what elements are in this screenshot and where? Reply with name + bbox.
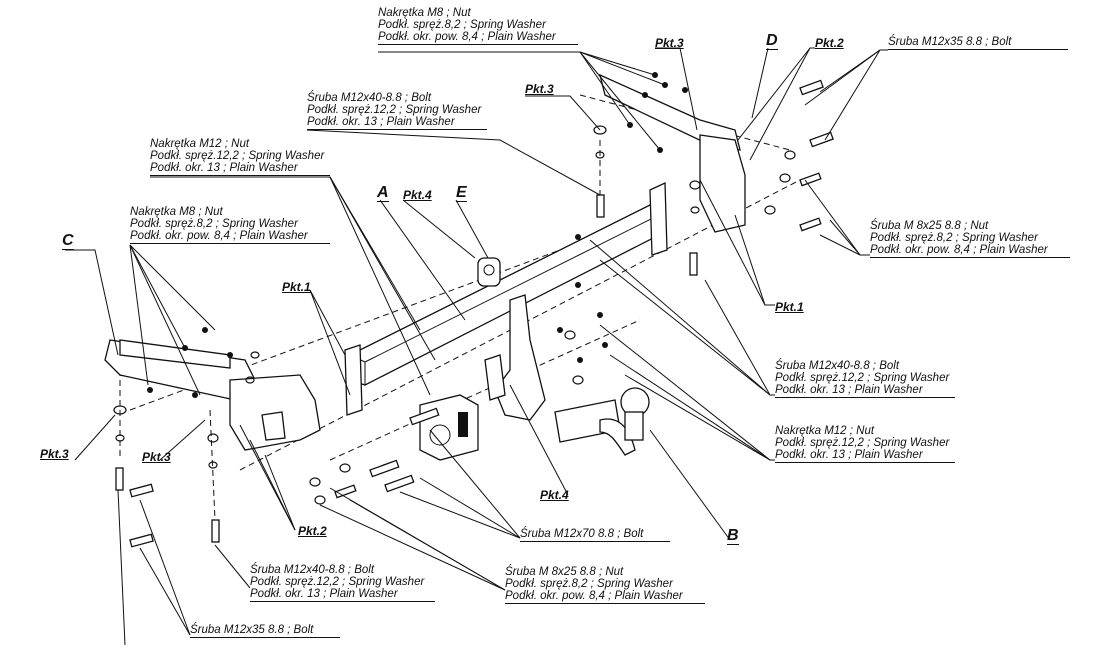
label-line: Podkł. okr. pow. 8,4 ; Plain Washer bbox=[505, 590, 683, 602]
cross-beam bbox=[344, 181, 668, 416]
right-bracket bbox=[599, 73, 746, 233]
label-line: Podkł. spręż.8,2 ; Spring Washer bbox=[870, 232, 1038, 244]
label-nut-m12-right: Nakrętka M12 ; Nut Podkł. spręż.12,2 ; S… bbox=[775, 425, 955, 463]
tag-pkt1-left: Pkt.1 bbox=[282, 280, 311, 294]
label-line: Nakrętka M12 ; Nut bbox=[775, 425, 875, 437]
label-line: Śruba M12x40-8.8 ; Bolt bbox=[250, 564, 375, 576]
tag-pkt3-left2: Pkt.3 bbox=[142, 450, 171, 464]
tag-pkt2-top: Pkt.2 bbox=[815, 36, 844, 50]
label-line: Podkł. okr. 13 ; Plain Washer bbox=[775, 449, 923, 461]
center-bracket bbox=[484, 294, 546, 421]
label-bolt-m12x40-bottom: Śruba M12x40-8.8 ; Bolt Podkł. spręż.12,… bbox=[250, 564, 435, 602]
label-line: Śruba M12x35 8.8 ; Bolt bbox=[888, 36, 1012, 48]
label-line: Podkł. spręż.12,2 ; Spring Washer bbox=[150, 150, 325, 162]
label-line: Podkł. spręż.8,2 ; Spring Washer bbox=[505, 578, 673, 590]
label-line: Podkł. okr. 13 ; Plain Washer bbox=[307, 116, 455, 128]
label-line: Śruba M12x40-8.8 ; Bolt bbox=[307, 92, 432, 104]
label-top-center: Nakrętka M8 ; Nut Podkł. spręż.8,2 ; Spr… bbox=[378, 7, 578, 45]
label-line: Podkł. spręż.12,2 ; Spring Washer bbox=[250, 576, 425, 588]
tag-pkt3-center: Pkt.3 bbox=[525, 82, 554, 96]
label-nut-m12-left: Nakrętka M12 ; Nut Podkł. spręż.12,2 ; S… bbox=[150, 138, 330, 176]
tow-ball bbox=[554, 387, 650, 456]
part-label-a: A bbox=[377, 184, 389, 202]
label-line: Śruba M12x70 8.8 ; Bolt bbox=[520, 528, 644, 540]
part-label-b: B bbox=[727, 527, 739, 545]
label-line: Podkł. spręż.12,2 ; Spring Washer bbox=[775, 437, 950, 449]
label-line: Podkł. okr. pow. 8,4 ; Plain Washer bbox=[378, 31, 556, 43]
label-line: Podkł. okr. 13 ; Plain Washer bbox=[150, 162, 298, 174]
label-line: Śruba M 8x25 8.8 ; Nut bbox=[505, 566, 624, 578]
fasteners bbox=[113, 72, 834, 548]
tag-pkt3-left: Pkt.3 bbox=[40, 447, 69, 461]
tag-pkt4-bottom: Pkt.4 bbox=[540, 488, 569, 502]
part-label-c: C bbox=[62, 232, 74, 250]
label-line: Podkł. spręż.8,2 ; Spring Washer bbox=[378, 19, 546, 31]
label-bolt-m12x40-top: Śruba M12x40-8.8 ; Bolt Podkł. spręż.12,… bbox=[307, 92, 487, 130]
label-bolt-m12x70: Śruba M12x70 8.8 ; Bolt bbox=[520, 528, 670, 542]
socket-plate bbox=[419, 394, 479, 461]
label-bolt-m12x40-right: Śruba M12x40-8.8 ; Bolt Podkł. spręż.12,… bbox=[775, 360, 955, 398]
label-bolt-m12x35-bottom: Śruba M12x35 8.8 ; Bolt bbox=[190, 624, 340, 638]
part-label-d: D bbox=[766, 32, 778, 50]
label-line: Podkł. okr. pow. 8,4 ; Plain Washer bbox=[870, 244, 1048, 256]
label-line: Podkł. okr. pow. 8,4 ; Plain Washer bbox=[130, 230, 308, 242]
label-line: Podkł. spręż.12,2 ; Spring Washer bbox=[775, 372, 950, 384]
label-m8x25-right: Śruba M 8x25 8.8 ; Nut Podkł. spręż.8,2 … bbox=[870, 220, 1070, 258]
label-m8x25-bottom: Śruba M 8x25 8.8 ; Nut Podkł. spręż.8,2 … bbox=[505, 566, 705, 604]
label-nut-m8-left: Nakrętka M8 ; Nut Podkł. spręż.8,2 ; Spr… bbox=[130, 206, 330, 244]
tag-pkt1-right: Pkt.1 bbox=[775, 300, 804, 314]
label-line: Podkł. okr. 13 ; Plain Washer bbox=[250, 588, 398, 600]
label-line: Podkł. spręż.8,2 ; Spring Washer bbox=[130, 218, 298, 230]
tag-pkt2-bottom: Pkt.2 bbox=[298, 524, 327, 538]
leader-lines bbox=[65, 47, 888, 646]
label-line: Śruba M12x35 8.8 ; Bolt bbox=[190, 624, 314, 636]
label-line: Podkł. spręż.12,2 ; Spring Washer bbox=[307, 104, 482, 116]
label-line: Nakrętka M8 ; Nut bbox=[378, 7, 471, 19]
label-bolt-m12x35-top-right: Śruba M12x35 8.8 ; Bolt bbox=[888, 36, 1068, 50]
label-line: Śruba M 8x25 8.8 ; Nut bbox=[870, 220, 989, 232]
label-line: Nakrętka M8 ; Nut bbox=[130, 206, 223, 218]
label-line: Śruba M12x40-8.8 ; Bolt bbox=[775, 360, 900, 372]
label-line: Nakrętka M12 ; Nut bbox=[150, 138, 250, 150]
shackle bbox=[477, 257, 501, 287]
label-line: Podkł. okr. 13 ; Plain Washer bbox=[775, 384, 923, 396]
part-label-e: E bbox=[456, 184, 467, 202]
tag-pkt3-top: Pkt.3 bbox=[655, 36, 684, 50]
tag-pkt4-top: Pkt.4 bbox=[403, 188, 432, 202]
